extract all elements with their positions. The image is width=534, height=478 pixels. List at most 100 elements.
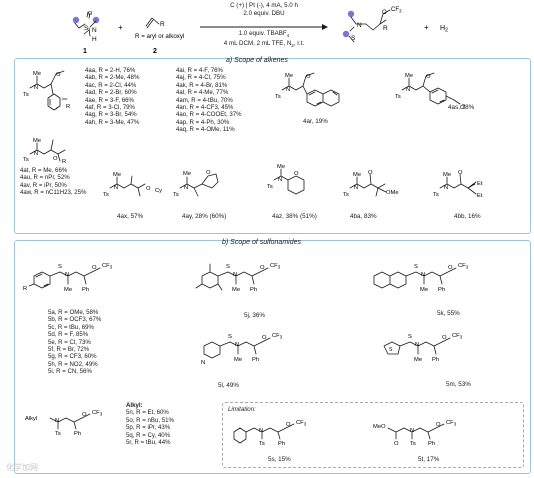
alkene-list-col3: 4at, R = Me, 66% 4au, R = nPr, 52% 4av, …	[20, 167, 86, 197]
svg-text:N: N	[233, 272, 237, 278]
product-4bb-label: 4bb, 16%	[454, 213, 481, 220]
product-4as-structure: Me Ts N O Cl	[395, 72, 465, 111]
product-atom-o: O	[382, 10, 387, 16]
list-item: 5f, R = Br, 72%	[48, 346, 90, 354]
alkyl-heading: Alkyl:	[126, 402, 143, 409]
svg-text:O: O	[368, 170, 373, 176]
svg-text:S: S	[389, 347, 393, 353]
alkyl-sulfonamide-structure: Alkyl N Ts Ph O CF3	[25, 410, 103, 437]
svg-text:O: O	[82, 412, 87, 418]
list-item: 4ap, R = 4-Ph, 30%	[176, 118, 230, 126]
list-item: 4ai, R = 4-F, 76%	[176, 67, 223, 74]
svg-text:Ts: Ts	[259, 441, 265, 447]
svg-text:Ts: Ts	[55, 431, 61, 437]
svg-text:Me: Me	[443, 172, 451, 178]
svg-text:Ph: Ph	[428, 441, 435, 447]
list-item: 4aj, R = 4-Cl, 75%	[176, 74, 226, 82]
svg-text:Cl: Cl	[460, 105, 465, 111]
svg-text:OMe: OMe	[386, 190, 399, 196]
list-item: 5b, R = OCF3, 67%	[48, 316, 102, 324]
product-4as-label: 4as, 78%	[448, 104, 475, 111]
svg-text:Ph: Ph	[438, 287, 445, 293]
svg-text:O: O	[442, 335, 447, 341]
svg-text:N: N	[65, 272, 69, 278]
product-5j-label: 5j, 36%	[244, 312, 266, 319]
list-item: 4au, R = nPr, 52%	[20, 174, 70, 182]
list-item: 5o, R = nBu, 51%	[126, 416, 174, 424]
svg-text:O: O	[206, 170, 211, 176]
condition-electrolyte: 1.0 equiv. TBABF4	[238, 30, 290, 39]
svg-text:S: S	[408, 334, 412, 340]
svg-text:Ph: Ph	[250, 287, 257, 293]
list-item: 4aw, R = nC11H23, 25%	[20, 189, 87, 197]
svg-text:O: O	[458, 170, 463, 176]
list-item: 5q, R = Cy, 40%	[126, 431, 171, 439]
svg-text:Me: Me	[285, 73, 293, 79]
svg-text:Me: Me	[33, 71, 41, 77]
product-5l-structure: N S N Me Ph O CF3	[201, 333, 283, 366]
svg-text:Ts: Ts	[433, 192, 439, 198]
svg-text:Me: Me	[405, 73, 413, 79]
svg-text:N: N	[184, 185, 188, 191]
watermark: 化学加网	[6, 463, 38, 472]
svg-text:O: O	[448, 265, 453, 271]
svg-text:Ts: Ts	[410, 441, 416, 447]
aryl-sulfonamide-list: 5a, R = OMe, 58% 5b, R = OCF3, 67% 5c, R…	[48, 309, 101, 376]
svg-text:Ts: Ts	[267, 184, 273, 190]
svg-text:Ph: Ph	[82, 287, 89, 293]
product-4ay-label: 4ay, 28% (60%)	[182, 213, 227, 220]
hydrogen-label: H2	[440, 25, 448, 34]
svg-text:Me: Me	[33, 138, 41, 144]
svg-text:CF3: CF3	[458, 263, 469, 270]
list-item: 5e, R = Cl, 73%	[48, 338, 91, 346]
list-item: 4ag, R = 3-Br, 54%	[85, 111, 137, 119]
svg-text:N: N	[34, 151, 38, 157]
list-item: 5r, R = tBu, 44%	[126, 439, 171, 447]
svg-text:CF3: CF3	[92, 410, 103, 417]
list-item: 4ad, R = 2-Br, 60%	[85, 89, 137, 97]
list-item: 4ab, R = 2-Me, 48%	[85, 74, 140, 82]
atom-o-top: O	[88, 11, 93, 17]
product-5j-structure: S N Me Ph O CF3	[195, 263, 281, 293]
svg-text:N: N	[444, 185, 448, 191]
atom-r-alkene: R	[160, 21, 165, 28]
svg-text:N: N	[34, 85, 38, 91]
product-5m-structure: S S N Me Ph O CF3	[383, 333, 463, 363]
svg-text:Cy: Cy	[155, 188, 162, 194]
svg-text:O: O	[286, 422, 291, 428]
product-atom-s: S	[351, 35, 356, 42]
conditions-above: C (+) | Pt (-), 4 mA, 5.0 h 2.0 equiv. D…	[200, 2, 328, 17]
svg-text:O: O	[294, 171, 299, 177]
svg-text:N: N	[259, 428, 263, 434]
svg-text:O: O	[306, 74, 311, 80]
svg-text:S: S	[58, 264, 62, 270]
svg-text:MeO: MeO	[373, 424, 386, 430]
product-4ar-structure: Me Ts N O	[275, 72, 340, 107]
svg-text:CF3: CF3	[102, 263, 113, 270]
svg-text:Ts: Ts	[343, 192, 349, 198]
product-4ay-structure: Me Ts N O	[173, 170, 219, 198]
list-item: 5a, R = OMe, 58%	[48, 309, 99, 316]
svg-text:CF3: CF3	[446, 420, 457, 427]
svg-text:Ts: Ts	[395, 94, 401, 100]
svg-text:O: O	[53, 156, 58, 162]
product-5m-label: 5m, 53%	[446, 381, 471, 388]
svg-text:N: N	[354, 185, 358, 191]
svg-text:N: N	[235, 342, 239, 348]
alkyl-product-structure: Me Ts N O R	[23, 138, 66, 164]
product-4ax-structure: Me Ts N O Cy	[103, 172, 162, 198]
svg-text:R: R	[66, 104, 70, 110]
product-4ba-label: 4ba, 83%	[350, 213, 377, 220]
list-item: 4an, R = 4-CF3, 45%	[176, 104, 234, 112]
atom-n: N	[92, 27, 97, 34]
svg-text:S: S	[414, 264, 418, 270]
list-item: 4aa, R = 2-H, 76%	[85, 67, 136, 74]
product-5k-label: 5k, 55%	[437, 310, 460, 317]
list-item: 4af, R = 3-Cl, 79%	[85, 104, 135, 112]
svg-text:N: N	[415, 342, 419, 348]
sulfonamide-structure	[72, 11, 100, 37]
svg-text:N: N	[406, 87, 410, 93]
product-cf3: CF3	[391, 7, 402, 14]
svg-text:N: N	[278, 177, 282, 183]
